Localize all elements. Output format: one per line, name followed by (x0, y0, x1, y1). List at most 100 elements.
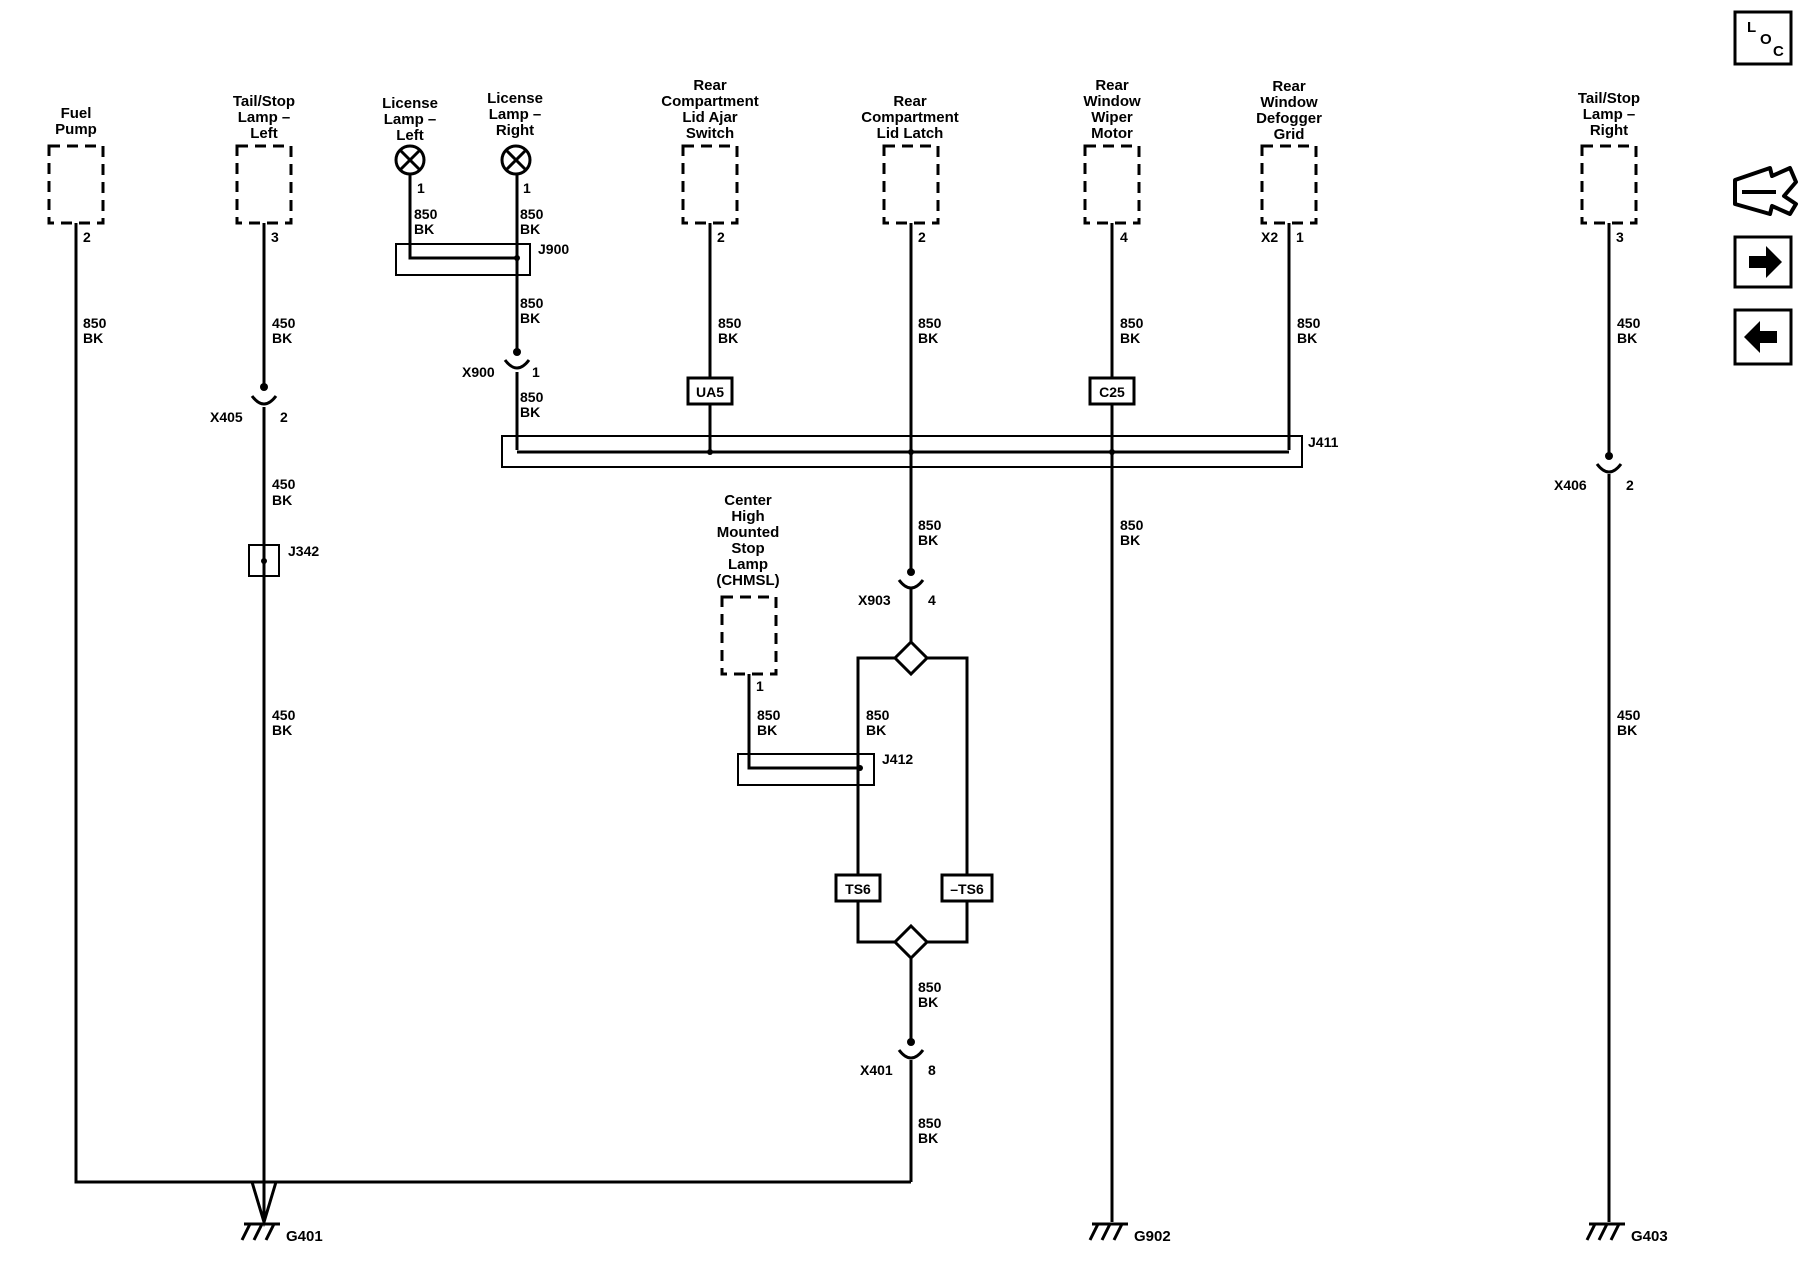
svg-text:850: 850 (1297, 315, 1321, 331)
svg-text:BK: BK (1617, 330, 1637, 346)
svg-text:Lamp –: Lamp – (384, 111, 437, 128)
svg-text:Rear: Rear (1095, 77, 1129, 94)
component-label-license-right: License Lamp – Right (487, 90, 543, 139)
svg-text:BK: BK (718, 330, 738, 346)
svg-text:Tail/Stop: Tail/Stop (1578, 90, 1640, 107)
component-label-chmsl: Center High Mounted Stop Lamp (CHMSL) (716, 492, 779, 589)
option-splice-diamond-upper (892, 639, 930, 677)
svg-text:BK: BK (757, 722, 777, 738)
svg-text:BK: BK (414, 221, 434, 237)
svg-text:Tail/Stop: Tail/Stop (233, 93, 295, 110)
svg-text:BK: BK (272, 492, 292, 508)
component-label-tail-stop-left: Tail/Stop Lamp – Left (233, 93, 295, 142)
svg-text:BK: BK (1297, 330, 1317, 346)
svg-text:BK: BK (1120, 330, 1140, 346)
inline-connector-x406: X406 2 (1554, 452, 1634, 493)
tail-stop-left-component (235, 144, 293, 225)
svg-text:BK: BK (918, 532, 938, 548)
svg-text:BK: BK (520, 310, 540, 326)
svg-text:BK: BK (272, 722, 292, 738)
svg-text:–TS6: –TS6 (950, 881, 984, 897)
svg-text:Lid Ajar: Lid Ajar (682, 109, 737, 126)
splice-label-j900: J900 (538, 241, 569, 257)
svg-text:C: C (1773, 43, 1784, 60)
svg-text:850: 850 (918, 1115, 942, 1131)
splice-pack-j412 (737, 753, 875, 786)
svg-text:850: 850 (520, 295, 544, 311)
fuel-pump-pin: 2 (83, 229, 91, 245)
svg-text:Lid Latch: Lid Latch (877, 125, 944, 142)
license-right-pin: 1 (523, 180, 531, 196)
svg-text:X903: X903 (858, 592, 891, 608)
license-left-pin: 1 (417, 180, 425, 196)
inline-connector-x401: X401 8 (860, 1038, 936, 1078)
splice-label-j411: J411 (1308, 434, 1339, 450)
license-lamp-right-bulb-icon (500, 144, 532, 176)
svg-text:Left: Left (250, 125, 278, 142)
svg-text:Motor: Motor (1091, 125, 1133, 142)
svg-text:BK: BK (866, 722, 886, 738)
svg-text:BK: BK (918, 994, 938, 1010)
chmsl-component (720, 595, 778, 676)
svg-text:Rear: Rear (1272, 78, 1306, 95)
svg-text:BK: BK (1617, 722, 1637, 738)
svg-text:850: 850 (83, 315, 107, 331)
svg-text:Fuel: Fuel (61, 105, 92, 122)
arrow-right-icon (1749, 246, 1782, 278)
svg-text:2: 2 (280, 409, 288, 425)
svg-text:Window: Window (1260, 94, 1318, 111)
svg-text:Rear: Rear (893, 93, 927, 110)
svg-text:Pump: Pump (55, 121, 97, 138)
svg-text:BK: BK (918, 1130, 938, 1146)
ground-g902-icon: G902 (1088, 1222, 1171, 1245)
splice-pack-j342 (248, 544, 280, 577)
svg-text:X405: X405 (210, 409, 243, 425)
component-label-license-left: License Lamp – Left (382, 95, 438, 144)
ground-g403-icon: G403 (1585, 1222, 1668, 1245)
svg-text:TS6: TS6 (845, 881, 871, 897)
option-badge-c25: C25 (1088, 376, 1136, 406)
svg-text:Switch: Switch (686, 125, 734, 142)
inline-connector-x405: X405 2 (210, 383, 288, 425)
svg-text:450: 450 (272, 315, 296, 331)
component-label-wiper-motor: Rear Window Wiper Motor (1083, 77, 1141, 142)
svg-text:Lamp –: Lamp – (489, 106, 542, 123)
svg-text:Left: Left (396, 127, 424, 144)
chmsl-pin: 1 (756, 678, 764, 694)
svg-text:BK: BK (918, 330, 938, 346)
svg-text:L: L (1747, 19, 1756, 36)
previous-page-button[interactable] (1733, 308, 1793, 366)
svg-text:Lamp: Lamp (728, 556, 768, 573)
svg-text:850: 850 (718, 315, 742, 331)
wiper-motor-pin: 4 (1120, 229, 1128, 245)
svg-text:Compartment: Compartment (861, 109, 959, 126)
svg-text:BK: BK (520, 221, 540, 237)
loc-button[interactable]: L O C (1733, 10, 1793, 66)
splice-label-j412: J412 (882, 751, 913, 767)
svg-text:G403: G403 (1631, 1228, 1668, 1245)
option-badge-not-ts6: –TS6 (940, 873, 994, 903)
svg-text:850: 850 (918, 315, 942, 331)
svg-text:X401: X401 (860, 1062, 893, 1078)
svg-text:BK: BK (83, 330, 103, 346)
next-page-button[interactable] (1733, 235, 1793, 289)
svg-text:450: 450 (1617, 315, 1641, 331)
defogger-connector: X2 (1261, 229, 1278, 245)
svg-text:850: 850 (520, 389, 544, 405)
svg-text:450: 450 (1617, 707, 1641, 723)
connector-harness-icon[interactable] (1733, 166, 1798, 216)
svg-text:O: O (1760, 31, 1772, 48)
license-lamp-left-bulb-icon (394, 144, 426, 176)
svg-text:Defogger: Defogger (1256, 110, 1322, 127)
svg-text:850: 850 (866, 707, 890, 723)
